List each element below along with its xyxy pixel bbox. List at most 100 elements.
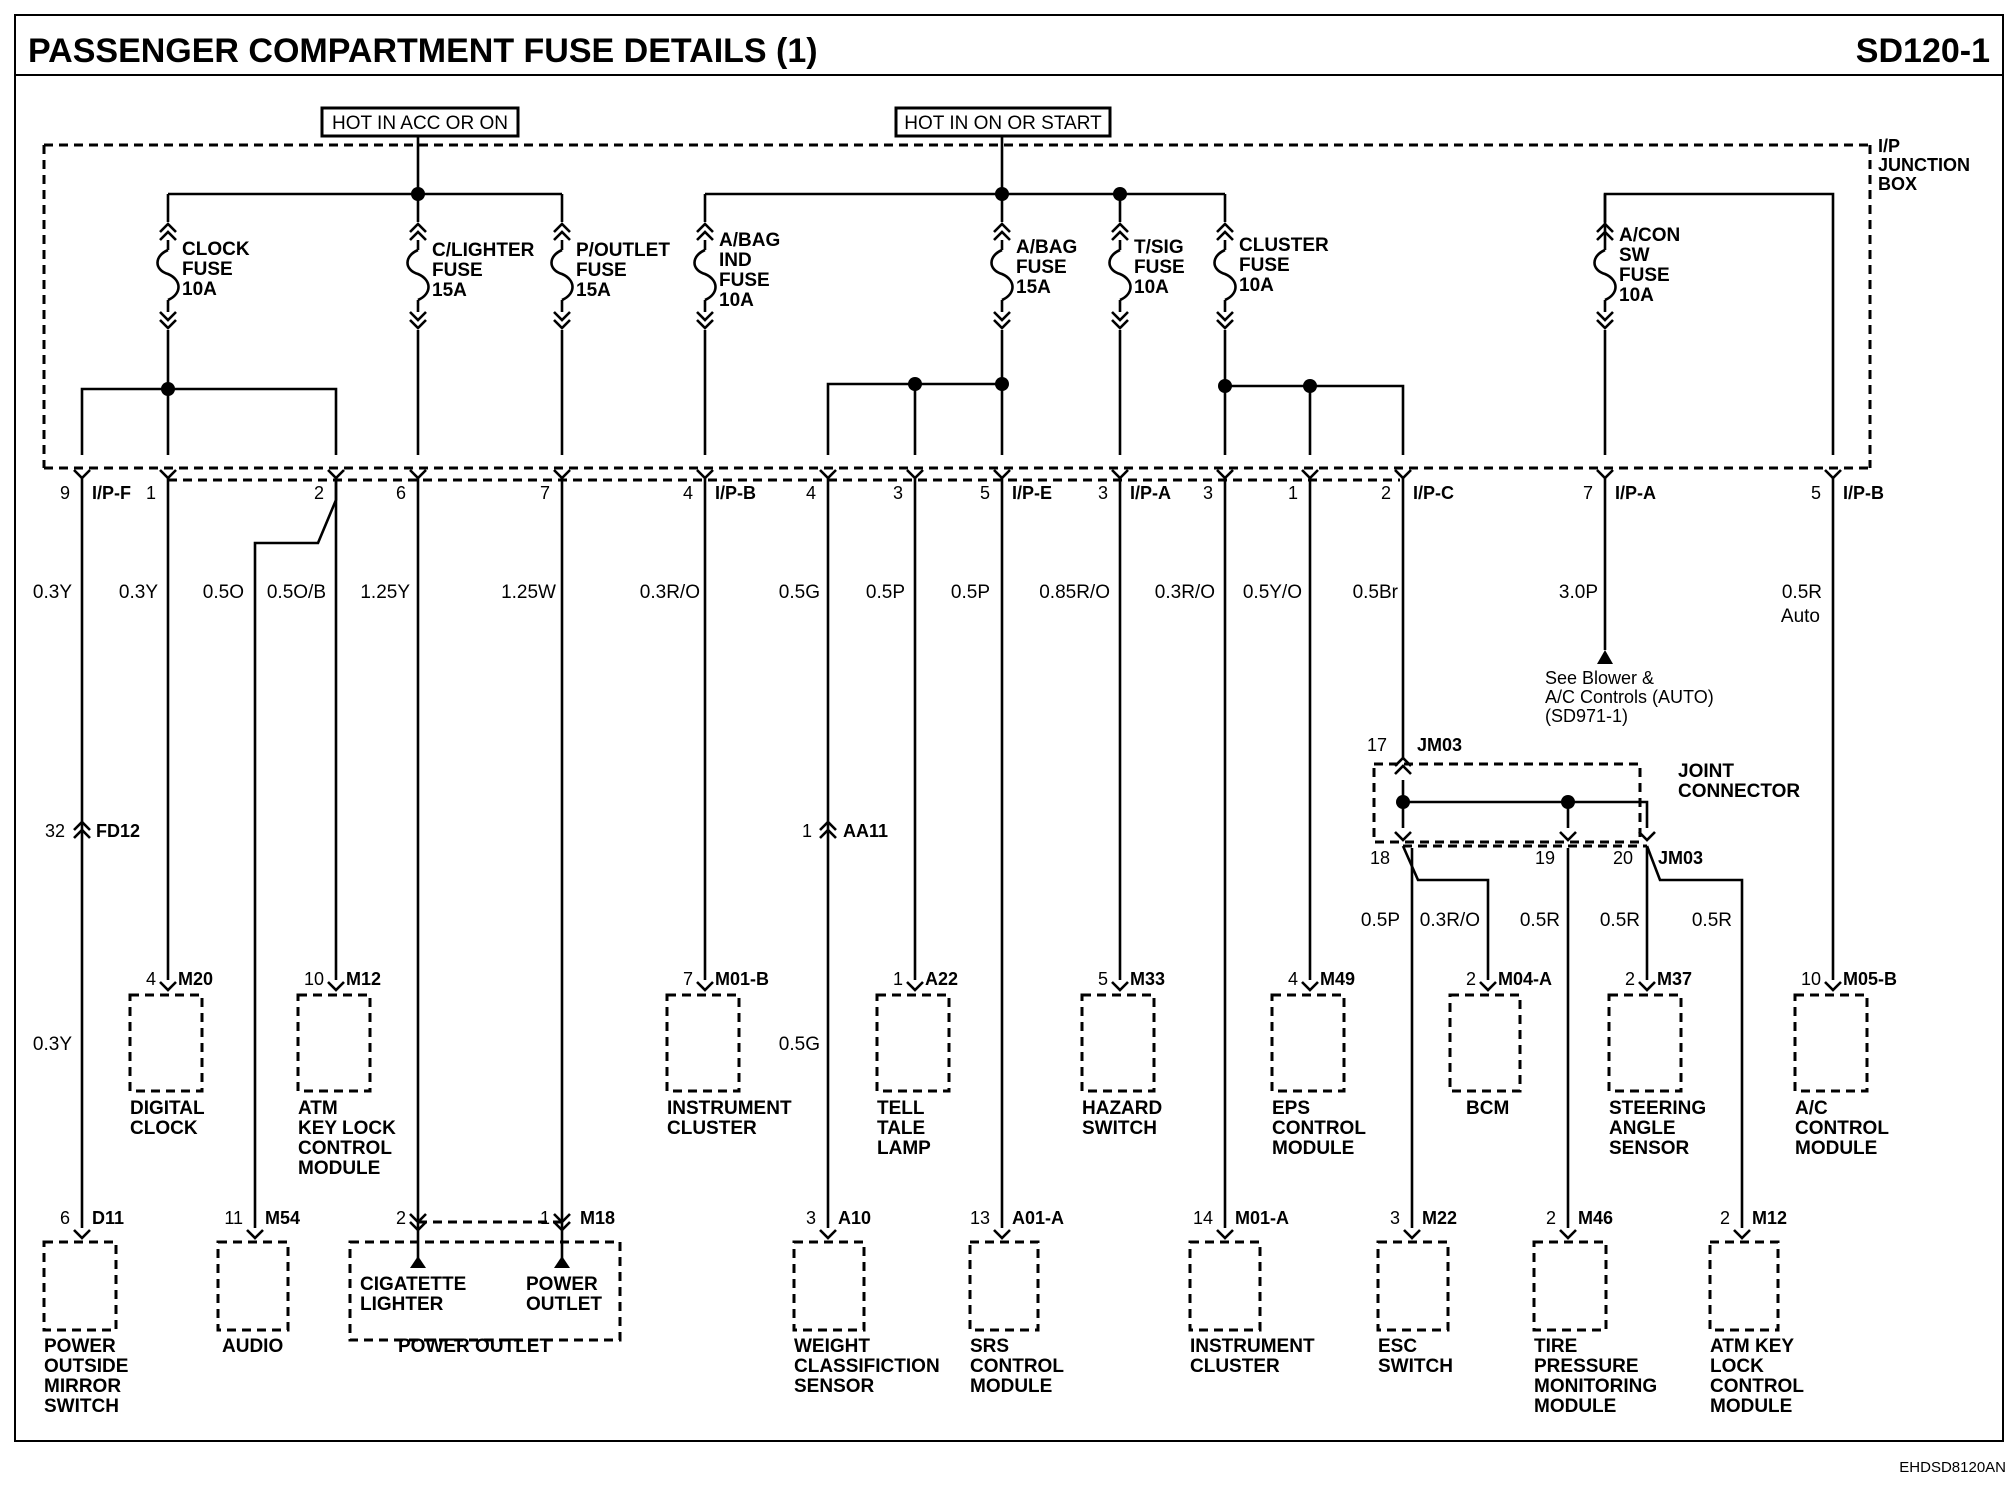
label: MIRROR bbox=[44, 1376, 121, 1397]
connector-chevron bbox=[696, 981, 714, 992]
connector-chevron bbox=[1733, 1229, 1751, 1240]
pin-number: 10 bbox=[304, 969, 324, 989]
connector-chevron bbox=[1394, 831, 1412, 842]
connector-chevron bbox=[819, 1229, 837, 1240]
footer-code: EHDSD8120AN bbox=[1899, 1459, 2006, 1476]
label: A/BAG bbox=[1016, 237, 1077, 258]
label: 10A bbox=[182, 279, 217, 300]
label: CLUSTER bbox=[667, 1118, 757, 1139]
label: FUSE bbox=[576, 260, 627, 281]
splice-dot bbox=[1303, 379, 1317, 393]
connector-chevron bbox=[1596, 319, 1614, 330]
pin-number: 3 bbox=[806, 1208, 816, 1228]
label: JOINT bbox=[1678, 761, 1734, 782]
splice-dot bbox=[161, 382, 175, 396]
label: ANGLE bbox=[1609, 1118, 1676, 1139]
terminal bbox=[410, 1256, 426, 1268]
pin-number: 3 bbox=[1390, 1208, 1400, 1228]
wire-color-label: 0.3R/O bbox=[640, 582, 700, 603]
wire-color-label: 0.3Y bbox=[33, 1034, 72, 1055]
connector-id: I/P-A bbox=[1615, 483, 1656, 503]
label: POWER OUTLET bbox=[398, 1336, 551, 1357]
connector-chevron bbox=[553, 222, 571, 233]
fuse-element bbox=[1108, 248, 1132, 302]
label: 10A bbox=[1239, 275, 1274, 296]
connector-chevron bbox=[553, 469, 571, 480]
connector-chevron bbox=[1111, 311, 1129, 322]
connector-chevron bbox=[409, 222, 427, 233]
label: P/OUTLET bbox=[576, 240, 670, 261]
hot-acc-label: HOT IN ACC OR ON bbox=[332, 113, 508, 134]
component-box bbox=[1080, 993, 1156, 1093]
wire-color-label: 0.5R bbox=[1600, 910, 1640, 931]
label: SENSOR bbox=[1609, 1138, 1690, 1159]
connector-id: M04-A bbox=[1498, 969, 1552, 989]
connector-chevron bbox=[409, 311, 427, 322]
label: CONTROL bbox=[1795, 1118, 1889, 1139]
pin-number: 2 bbox=[1625, 969, 1635, 989]
power-outlet-box bbox=[348, 1240, 622, 1342]
title-bar: PASSENGER COMPARTMENT FUSE DETAILS (1) S… bbox=[14, 14, 2004, 76]
connector-id: M22 bbox=[1422, 1208, 1457, 1228]
connector-chevron bbox=[696, 319, 714, 330]
pin-number: 2 bbox=[1381, 483, 1391, 503]
connector-chevron bbox=[696, 230, 714, 241]
label: CLASSIFICTION bbox=[794, 1356, 940, 1377]
fuse-element bbox=[406, 248, 430, 302]
connector-id: M05-B bbox=[1843, 969, 1897, 989]
connector-id: M37 bbox=[1657, 969, 1692, 989]
hot-start-label: HOT IN ON OR START bbox=[904, 113, 1102, 134]
label: FUSE bbox=[1134, 257, 1185, 278]
connector-chevron bbox=[1111, 319, 1129, 330]
component-box bbox=[1793, 993, 1869, 1093]
label: HAZARD bbox=[1082, 1098, 1162, 1119]
label: CLUSTER bbox=[1239, 235, 1329, 256]
pin-number: 5 bbox=[980, 483, 990, 503]
connector-chevron bbox=[1216, 469, 1234, 480]
connector-chevron bbox=[906, 469, 924, 480]
wire-color-label: 0.85R/O bbox=[1039, 582, 1110, 603]
pin-number: 6 bbox=[60, 1208, 70, 1228]
pin-number: 10 bbox=[1801, 969, 1821, 989]
connector-id: I/P-E bbox=[1012, 483, 1052, 503]
label: I/P bbox=[1878, 136, 1900, 156]
terminal bbox=[554, 1256, 570, 1268]
label: CONNECTOR bbox=[1678, 781, 1800, 802]
wire-color-label: 0.5Y/O bbox=[1243, 582, 1302, 603]
connector-chevron bbox=[327, 469, 345, 480]
connector-id: I/P-B bbox=[715, 483, 756, 503]
connector-chevron bbox=[73, 469, 91, 480]
connector-chevron bbox=[1559, 1229, 1577, 1240]
wire-color-label: 0.3Y bbox=[33, 582, 72, 603]
component-box bbox=[42, 1240, 118, 1332]
label: (SD971-1) bbox=[1545, 706, 1628, 726]
pin-number: 1 bbox=[893, 969, 903, 989]
connector-chevron bbox=[159, 469, 177, 480]
pin-number: 2 bbox=[396, 1208, 406, 1228]
pin-number: 5 bbox=[1098, 969, 1108, 989]
label: FUSE bbox=[1239, 255, 1290, 276]
connector-chevron bbox=[553, 311, 571, 322]
connector-chevron bbox=[409, 319, 427, 330]
connector-id: I/P-B bbox=[1843, 483, 1884, 503]
connector-chevron bbox=[1596, 222, 1614, 233]
cluster-distribution bbox=[1225, 384, 1405, 455]
label: POWER bbox=[526, 1274, 598, 1295]
connector-id: I/P-F bbox=[92, 483, 131, 503]
connector-chevron bbox=[1596, 230, 1614, 241]
connector-chevron bbox=[159, 230, 177, 241]
connector-id: JM03 bbox=[1658, 848, 1703, 868]
label: FUSE bbox=[1619, 265, 1670, 286]
splice-dot bbox=[995, 377, 1009, 391]
label: 15A bbox=[432, 280, 467, 301]
label: DIGITAL bbox=[130, 1098, 205, 1119]
connector-id: M46 bbox=[1578, 1208, 1613, 1228]
wire bbox=[1401, 845, 1490, 980]
connector-id: A01-A bbox=[1012, 1208, 1064, 1228]
component-box bbox=[968, 1240, 1040, 1332]
label: LAMP bbox=[877, 1138, 931, 1159]
label: CONTROL bbox=[1272, 1118, 1366, 1139]
wire-color-label: 0.5O bbox=[203, 582, 244, 603]
arrow-head bbox=[1597, 650, 1613, 664]
connector-chevron bbox=[1824, 469, 1842, 480]
